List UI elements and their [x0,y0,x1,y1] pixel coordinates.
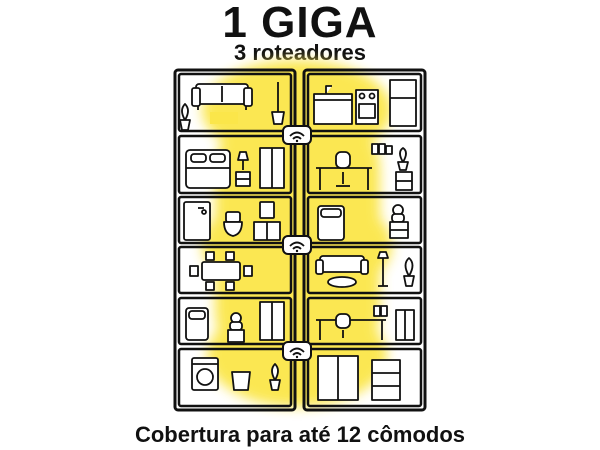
double-bed-icon [185,149,231,189]
chair-icon [189,251,253,291]
kitchen-sink-icon [313,85,353,125]
table-lamp-icon [237,151,249,170]
room-l6 [177,347,293,408]
rug-icon [210,112,238,124]
headline-title: 1 GIGA [222,0,378,47]
shower-icon [183,201,211,241]
office-chair-icon [335,151,351,187]
books-icon [373,305,388,317]
single-bed-icon [185,307,209,341]
room-r5 [306,296,423,346]
room-l5 [177,296,293,346]
wifi-router-icon [282,341,312,361]
drawer-icon [395,171,413,191]
file-cabinet-icon [371,359,401,401]
mirror-icon [259,201,275,219]
plant-icon [397,147,409,171]
office-chair-icon [335,313,351,338]
room-r2 [306,134,423,195]
room-r3 [306,195,423,245]
coverage-caption: Cobertura para até 12 cômodos [134,422,466,447]
nightstand-icon [235,171,251,187]
nightstand-icon [389,221,409,239]
sink-cabinet-icon [253,221,281,241]
broom-icon [271,82,285,125]
room-r4 [306,245,423,295]
laundry-basket-icon [231,371,251,391]
teddy-bear-icon [391,204,405,223]
dining-table-icon [201,261,241,281]
teddy-bear-icon [227,312,245,343]
wifi-router-icon [282,125,312,145]
floor-lamp-icon [377,251,389,287]
single-bed-icon [317,205,345,241]
sofa-icon [315,255,369,275]
cabinet-icon [395,309,415,341]
coffee-table-icon [327,276,357,288]
refrigerator-icon [389,79,417,127]
toilet-icon [223,211,243,237]
wifi-router-icon [282,235,312,255]
desk-icon [316,319,386,340]
books-icon [371,143,393,155]
room-r1 [306,72,423,133]
plant-icon [403,257,415,287]
plant-icon [269,363,281,391]
room-l1 [177,72,293,133]
room-l4 [177,245,293,295]
wardrobe-icon [259,301,285,341]
stove-icon [355,89,379,125]
room-l2 [177,134,293,195]
sofa-icon [191,83,253,110]
room-r6 [306,347,423,408]
double-door-wardrobe-icon [317,355,359,401]
wardrobe-icon [259,147,285,189]
plant-icon [179,103,191,131]
room-l3 [177,195,293,245]
washing-machine-icon [191,357,219,391]
